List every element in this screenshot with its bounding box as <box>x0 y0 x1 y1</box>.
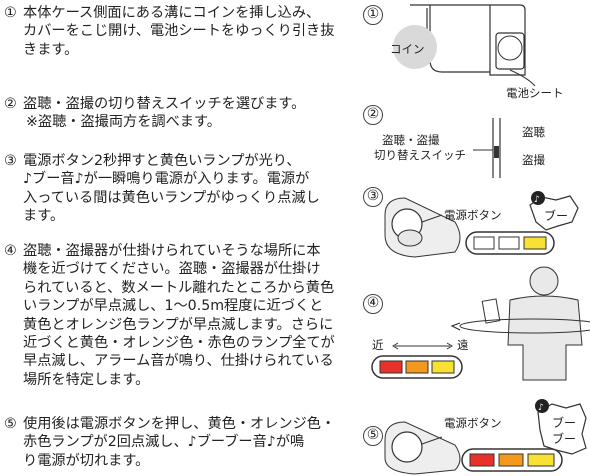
step-text: 早点滅し、アラーム音が鳴り、仕掛けられている <box>23 353 334 370</box>
step-number: ④ <box>4 243 17 259</box>
beep-sound-text: ブー <box>552 416 577 430</box>
step-number: ③ <box>4 153 17 169</box>
figure-number: ④ <box>363 294 383 314</box>
step-text: ます。 <box>23 208 65 225</box>
lamp-orange-on <box>498 453 524 467</box>
step-1: ① 本体ケース側面にある溝にコインを挿し込み、 カバーをこじ開け、電池シートをゆっ… <box>4 4 334 59</box>
step-text: 盗聴・盗撮の切り替えスイッチを選びます。 <box>23 96 306 112</box>
step-number: ⑤ <box>4 416 17 432</box>
near-label: 近 <box>372 338 384 352</box>
step-text: 場所を特定します。 <box>23 371 150 388</box>
illustrations: ① コイン 電池シート ② 盗聴・盗撮 切り替えスイッチ 盗聴 盗撮 ③ ♪ 電… <box>360 0 590 476</box>
person-body-icon <box>507 295 583 381</box>
switch-illustration <box>473 118 501 178</box>
battery-sheet-icon <box>495 32 525 70</box>
music-note-icon <box>531 191 545 205</box>
step-number: ② <box>4 96 17 112</box>
sound-burst-icon <box>529 195 579 231</box>
step-text: 黄色とオレンジ色ランプが早点滅します。さらに <box>23 316 334 333</box>
lamp-orange-on <box>405 360 429 374</box>
switch-label: 盗聴・盗撮 <box>382 133 440 147</box>
step-text: 機を近づけてください。盗聴・盗撮器が仕掛け <box>23 261 321 278</box>
lamp-red-off <box>473 236 495 250</box>
step-2: ② 盗聴・盗撮の切り替えスイッチを選びます。 ※盗聴・盗撮両方を調べます。 <box>4 95 305 132</box>
power-button-illustration: ♪ <box>384 191 579 258</box>
step-text: きます。 <box>23 41 79 58</box>
beep-sound-text: ブー <box>552 432 577 446</box>
sound-burst-icon <box>537 403 587 455</box>
svg-text:♪: ♪ <box>534 195 540 205</box>
power-button-label: 電源ボタン <box>444 416 502 430</box>
switch-knob-icon <box>494 146 499 158</box>
lamp-yellow-on <box>527 453 555 467</box>
step-text: 近づくと黄色・オレンジ色・赤色のランプ全てが <box>23 335 335 352</box>
lamp-yellow-on <box>431 360 455 374</box>
step-text: ♪ブー音♪が一瞬鳴り電源が入ります。電源が <box>23 171 310 188</box>
sweep-arrow-icon <box>459 318 590 334</box>
figure-number: ② <box>363 105 383 125</box>
switch-position-camera: 盗撮 <box>522 153 545 167</box>
switch-position-eavesdrop: 盗聴 <box>522 125 545 139</box>
device-case-illustration <box>393 4 536 87</box>
figure-number: ③ <box>363 187 383 207</box>
power-off-illustration: ♪ <box>384 399 587 475</box>
step-text: カバーをこじ開け、電池シートをゆっくり引き抜 <box>23 23 335 40</box>
figure-number: ⑤ <box>363 426 383 446</box>
step-text: られていると、数メートル離れたところから黄色 <box>23 279 335 296</box>
lamp-orange-off <box>498 236 520 250</box>
power-button-label: 電源ボタン <box>444 208 502 222</box>
step-text: いランプが早点滅し、1～0.5m程度に近づくと <box>23 298 324 315</box>
lamp-red-on <box>379 360 403 374</box>
step-text: り電源が切れます。 <box>23 452 150 469</box>
coin-label: コイン <box>390 42 425 56</box>
detection-illustration <box>371 266 590 381</box>
person-head-icon <box>529 266 559 296</box>
step-text: 使用後は電源ボタンを押し、黄色・オレンジ色・ <box>23 416 336 432</box>
step-text: 盗聴・盗撮器が仕掛けられていそうな場所に本 <box>23 243 321 259</box>
step-note: ※盗聴・盗撮両方を調べます。 <box>26 114 221 131</box>
step-text: 電源ボタン2秒押すと黄色いランプが光り、 <box>23 153 301 169</box>
svg-text:♪: ♪ <box>538 403 544 413</box>
step-5: ⑤ 使用後は電源ボタンを押し、黄色・オレンジ色・ 赤色ランプが2回点滅し、♪ブーブ… <box>4 415 335 470</box>
step-3: ③ 電源ボタン2秒押すと黄色いランプが光り、 ♪ブー音♪が一瞬鳴り電源が入ります。… <box>4 152 320 226</box>
power-button-icon <box>391 431 423 463</box>
step-number: ① <box>4 5 17 21</box>
music-note-icon <box>535 399 549 413</box>
step-text: 赤色ランプが2回点滅し、♪ブーブー音♪が鳴 <box>23 434 305 451</box>
lamp-yellow-on <box>523 236 547 250</box>
figure-number: ① <box>363 5 383 25</box>
detector-device-icon <box>481 298 501 324</box>
beep-sound-text: ブー <box>544 209 569 223</box>
far-label: 遠 <box>457 338 469 352</box>
step-text: 入っている間は黄色いランプがゆっくり点滅し <box>23 189 320 206</box>
switch-label: 切り替えスイッチ <box>374 148 466 162</box>
lamp-red-on <box>469 453 495 467</box>
coin-icon <box>393 25 437 69</box>
step-text: 本体ケース側面にある溝にコインを挿し込み、 <box>23 5 321 21</box>
step-4: ④ 盗聴・盗撮器が仕掛けられていそうな場所に本 機を近づけてください。盗聴・盗撮器… <box>4 242 335 389</box>
battery-sheet-label: 電池シート <box>506 86 564 100</box>
